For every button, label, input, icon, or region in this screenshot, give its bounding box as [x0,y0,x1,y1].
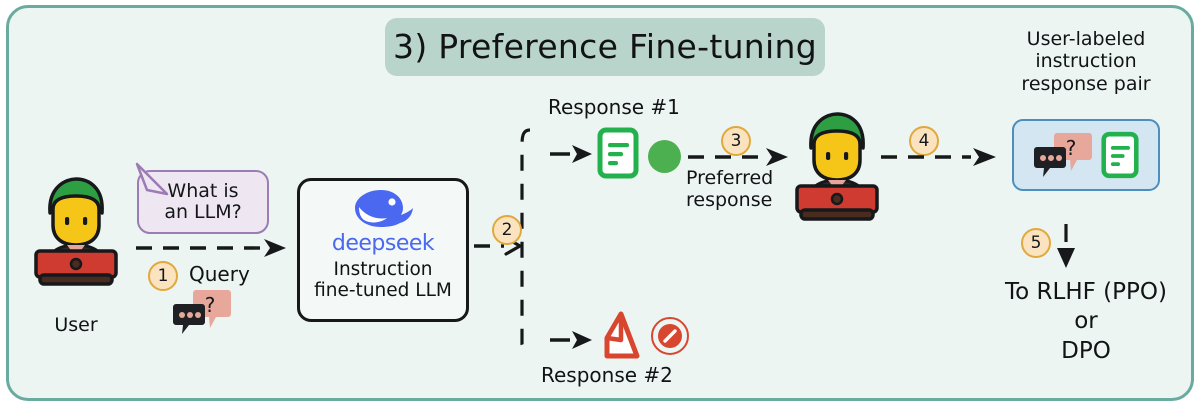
diagram-title-pill: 3) Preference Fine-tuning [385,18,825,76]
svg-text:?: ? [1066,136,1077,160]
arrow-down-to-next-stage [1057,224,1075,268]
whale-icon [355,190,413,227]
step-3-badge: 3 [721,126,751,156]
person-laptop-icon [34,177,118,286]
next-stage-label: To RLHF (PPO) or DPO [980,278,1192,366]
svg-text:?: ? [205,293,216,317]
pair-document-icon [1101,131,1139,179]
step-4-number: 4 [918,131,930,151]
arrow-to-response-1 [550,145,592,163]
model-caption-line-2: fine-tuned LLM [314,279,452,301]
person-laptop-icon [795,112,879,221]
step-1-number: 1 [157,266,169,286]
model-caption-line-1: Instruction [333,258,433,280]
next-stage-line-3: DPO [1061,337,1111,364]
step-2-number: 2 [501,220,513,240]
response-1-label: Response #1 [548,95,680,119]
response-1-document-icon [597,127,639,179]
step-3-label: Preferred response [686,167,773,212]
bubble-line-2: an LLM? [164,201,242,223]
response-1-accepted-icon [648,140,681,173]
next-stage-line-2: or [1074,308,1098,335]
step-5-number: 5 [1030,233,1042,253]
user-speech-bubble: What is an LLM? [137,170,269,234]
next-stage-line-1: To RLHF (PPO) [1005,279,1167,305]
step-3-label-line-2: response [686,189,773,212]
output-caption-line-3: response pair [1021,72,1151,95]
step-4-badge: 4 [909,126,939,156]
page-title: 3) Preference Fine-tuning [393,26,817,66]
chat-bubbles-icon: ? [1034,133,1092,177]
step-1-label: Query [189,262,250,286]
arrow-to-response-2 [550,331,592,349]
response-2-label: Response #2 [541,363,673,387]
response-2-crumpled-document-icon [604,311,640,359]
chat-bubbles-icon: ? [173,290,231,334]
user-label: User [54,314,98,336]
step-3-label-line-1: Preferred [686,167,774,189]
output-caption-line-2: instruction [1035,50,1137,73]
instruction-response-pair-box: ? [1012,119,1160,191]
arrow-query [136,239,286,257]
step-3-number: 3 [730,131,742,151]
arrow-to-pair [881,148,996,166]
model-box: deepseek Instruction fine-tuned LLM [297,178,469,322]
output-caption-line-1: User-labeled [1026,28,1146,50]
output-caption: User-labeled instruction response pair [1003,28,1169,95]
arrow-preferred-response [688,148,788,166]
step-1-badge: 1 [148,261,178,291]
bubble-line-1: What is [167,179,239,202]
step-5-badge: 5 [1021,228,1051,258]
user-avatar [28,175,124,291]
step-2-badge: 2 [492,215,522,245]
labeler-avatar [789,110,885,226]
response-2-rejected-icon [651,317,689,355]
speech-bubble-tail-icon [135,162,169,196]
deepseek-wordmark: deepseek [331,231,435,256]
